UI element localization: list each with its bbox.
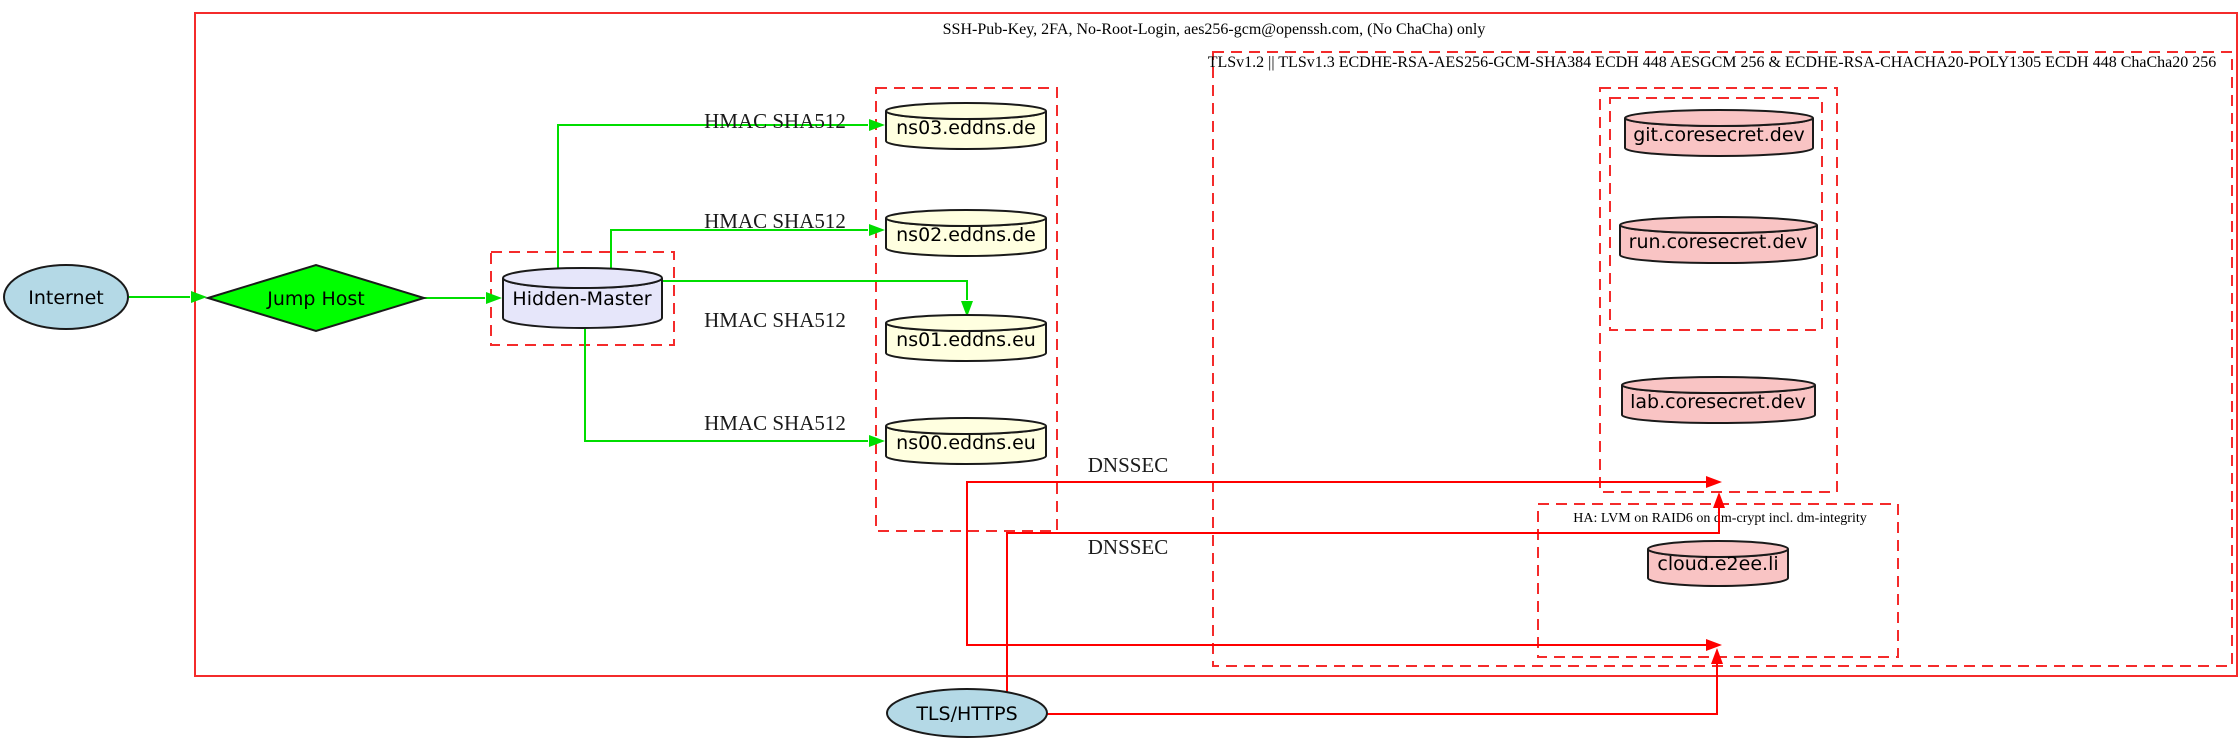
- cloud-label: cloud.e2ee.li: [1657, 553, 1778, 575]
- edge-jumphost-hiddenmaster: [424, 292, 502, 304]
- node-ns01: ns01.eddns.eu: [885, 314, 1047, 362]
- edge-hiddenmaster-ns02: HMAC SHA512: [610, 209, 885, 268]
- edge-tlshttps-ha: [1047, 648, 1723, 715]
- node-lab-coresecret: lab.coresecret.dev: [1621, 376, 1816, 424]
- jump-host-label: Jump Host: [266, 288, 365, 310]
- edge-hiddenmaster-ns03-line: [557, 124, 868, 268]
- internet-label: Internet: [28, 287, 103, 309]
- edge-tlshttps-coresecret: DNSSEC: [1006, 492, 1725, 692]
- node-cloud-e2ee: cloud.e2ee.li: [1647, 540, 1789, 587]
- edge-eddns-ha-line: [966, 531, 1706, 646]
- internet-ellipse: [3, 264, 129, 330]
- arrowhead-right-icon: [486, 292, 502, 304]
- run-label: run.coresecret.dev: [1629, 231, 1808, 253]
- cluster-ssh-border: [194, 12, 2238, 677]
- edge-hiddenmaster-ns01: HMAC SHA512: [662, 280, 973, 332]
- arrowhead-down-icon: [961, 301, 973, 317]
- ns00-cylinder-top: [885, 417, 1047, 435]
- ns02-cylinder-top: [885, 209, 1047, 227]
- edge-hiddenmaster-ns00: HMAC SHA512: [584, 328, 885, 447]
- node-ns03: ns03.eddns.de: [885, 102, 1047, 150]
- arrowhead-up-icon: [1713, 492, 1725, 508]
- edge-tlshttps-ha-line: [1047, 663, 1718, 715]
- edge-eddns-coresecret-dnssec: DNSSEC: [966, 453, 1722, 531]
- arrowhead-right-icon: [869, 119, 885, 131]
- ns01-cylinder-top: [885, 314, 1047, 332]
- arrowhead-up-icon: [1711, 648, 1723, 664]
- cluster-coresecret-inner-border: [1609, 97, 1823, 331]
- ns00-label: ns00.eddns.eu: [896, 432, 1036, 454]
- edge-hiddenmaster-ns01-line: [662, 280, 968, 300]
- edge-hiddenmaster-ns03: HMAC SHA512: [557, 109, 885, 268]
- cluster-ssh: SSH-Pub-Key, 2FA, No-Root-Login, aes256-…: [194, 12, 2238, 677]
- edge-label-dnssec-1: DNSSEC: [1088, 453, 1169, 477]
- ns03-label: ns03.eddns.de: [896, 117, 1036, 139]
- edge-tlshttps-coresecret-line: [1006, 507, 1720, 692]
- edge-label-hmac-ns01: HMAC SHA512: [704, 308, 846, 332]
- edge-label-hmac-ns00: HMAC SHA512: [704, 411, 846, 435]
- arrowhead-right-icon: [191, 291, 207, 303]
- hidden-master-cylinder-top: [502, 267, 663, 289]
- arrowhead-right-icon: [869, 435, 885, 447]
- cluster-coresecret-border: [1599, 87, 1838, 493]
- edge-hiddenmaster-ns00-line: [584, 328, 868, 442]
- edge-eddns-coresecret-line: [966, 481, 1706, 531]
- cluster-tls: TLSv1.2 || TLSv1.3 ECDHE-RSA-AES256-GCM-…: [1208, 51, 2233, 667]
- jump-host-diamond: [204, 263, 428, 333]
- edge-eddns-ha: [966, 531, 1722, 651]
- arrowhead-right-icon: [1706, 476, 1722, 488]
- cluster-tls-label: TLSv1.2 || TLSv1.3 ECDHE-RSA-AES256-GCM-…: [1208, 54, 2217, 71]
- cluster-tls-border: [1212, 51, 2233, 667]
- ns03-cylinder-top: [885, 102, 1047, 120]
- git-cylinder-top: [1624, 109, 1814, 127]
- ns01-label: ns01.eddns.eu: [896, 329, 1036, 351]
- cloud-cylinder-top: [1647, 540, 1789, 558]
- edge-hiddenmaster-ns02-line: [610, 229, 868, 268]
- arrowhead-right-icon: [869, 224, 885, 236]
- run-cylinder-top: [1619, 216, 1818, 234]
- lab-label: lab.coresecret.dev: [1630, 391, 1806, 413]
- node-git-coresecret: git.coresecret.dev: [1624, 109, 1814, 157]
- node-run-coresecret: run.coresecret.dev: [1619, 216, 1818, 264]
- cluster-eddns-border: [875, 87, 1058, 532]
- node-jump-host: Jump Host: [204, 263, 428, 333]
- node-ns02: ns02.eddns.de: [885, 209, 1047, 257]
- cluster-eddns: [875, 87, 1058, 532]
- tls-https-label: TLS/HTTPS: [915, 703, 1017, 725]
- lab-cylinder-top: [1621, 376, 1816, 394]
- ns02-label: ns02.eddns.de: [896, 224, 1036, 246]
- git-label: git.coresecret.dev: [1633, 124, 1805, 146]
- node-tls-https: TLS/HTTPS: [886, 688, 1048, 738]
- edge-internet-jumphost: [129, 291, 207, 303]
- arrowhead-right-icon: [1706, 639, 1722, 651]
- edge-label-dnssec-2: DNSSEC: [1088, 535, 1169, 559]
- cluster-ssh-label: SSH-Pub-Key, 2FA, No-Root-Login, aes256-…: [943, 21, 1486, 38]
- node-hidden-master: Hidden-Master: [502, 267, 663, 329]
- edge-label-hmac-ns03: HMAC SHA512: [704, 109, 846, 133]
- edge-label-hmac-ns02: HMAC SHA512: [704, 209, 846, 233]
- node-ns00: ns00.eddns.eu: [885, 417, 1047, 465]
- tls-https-ellipse: [886, 688, 1048, 738]
- node-internet: Internet: [3, 264, 129, 330]
- cluster-coresecret: [1599, 87, 1838, 493]
- hidden-master-label: Hidden-Master: [512, 288, 651, 310]
